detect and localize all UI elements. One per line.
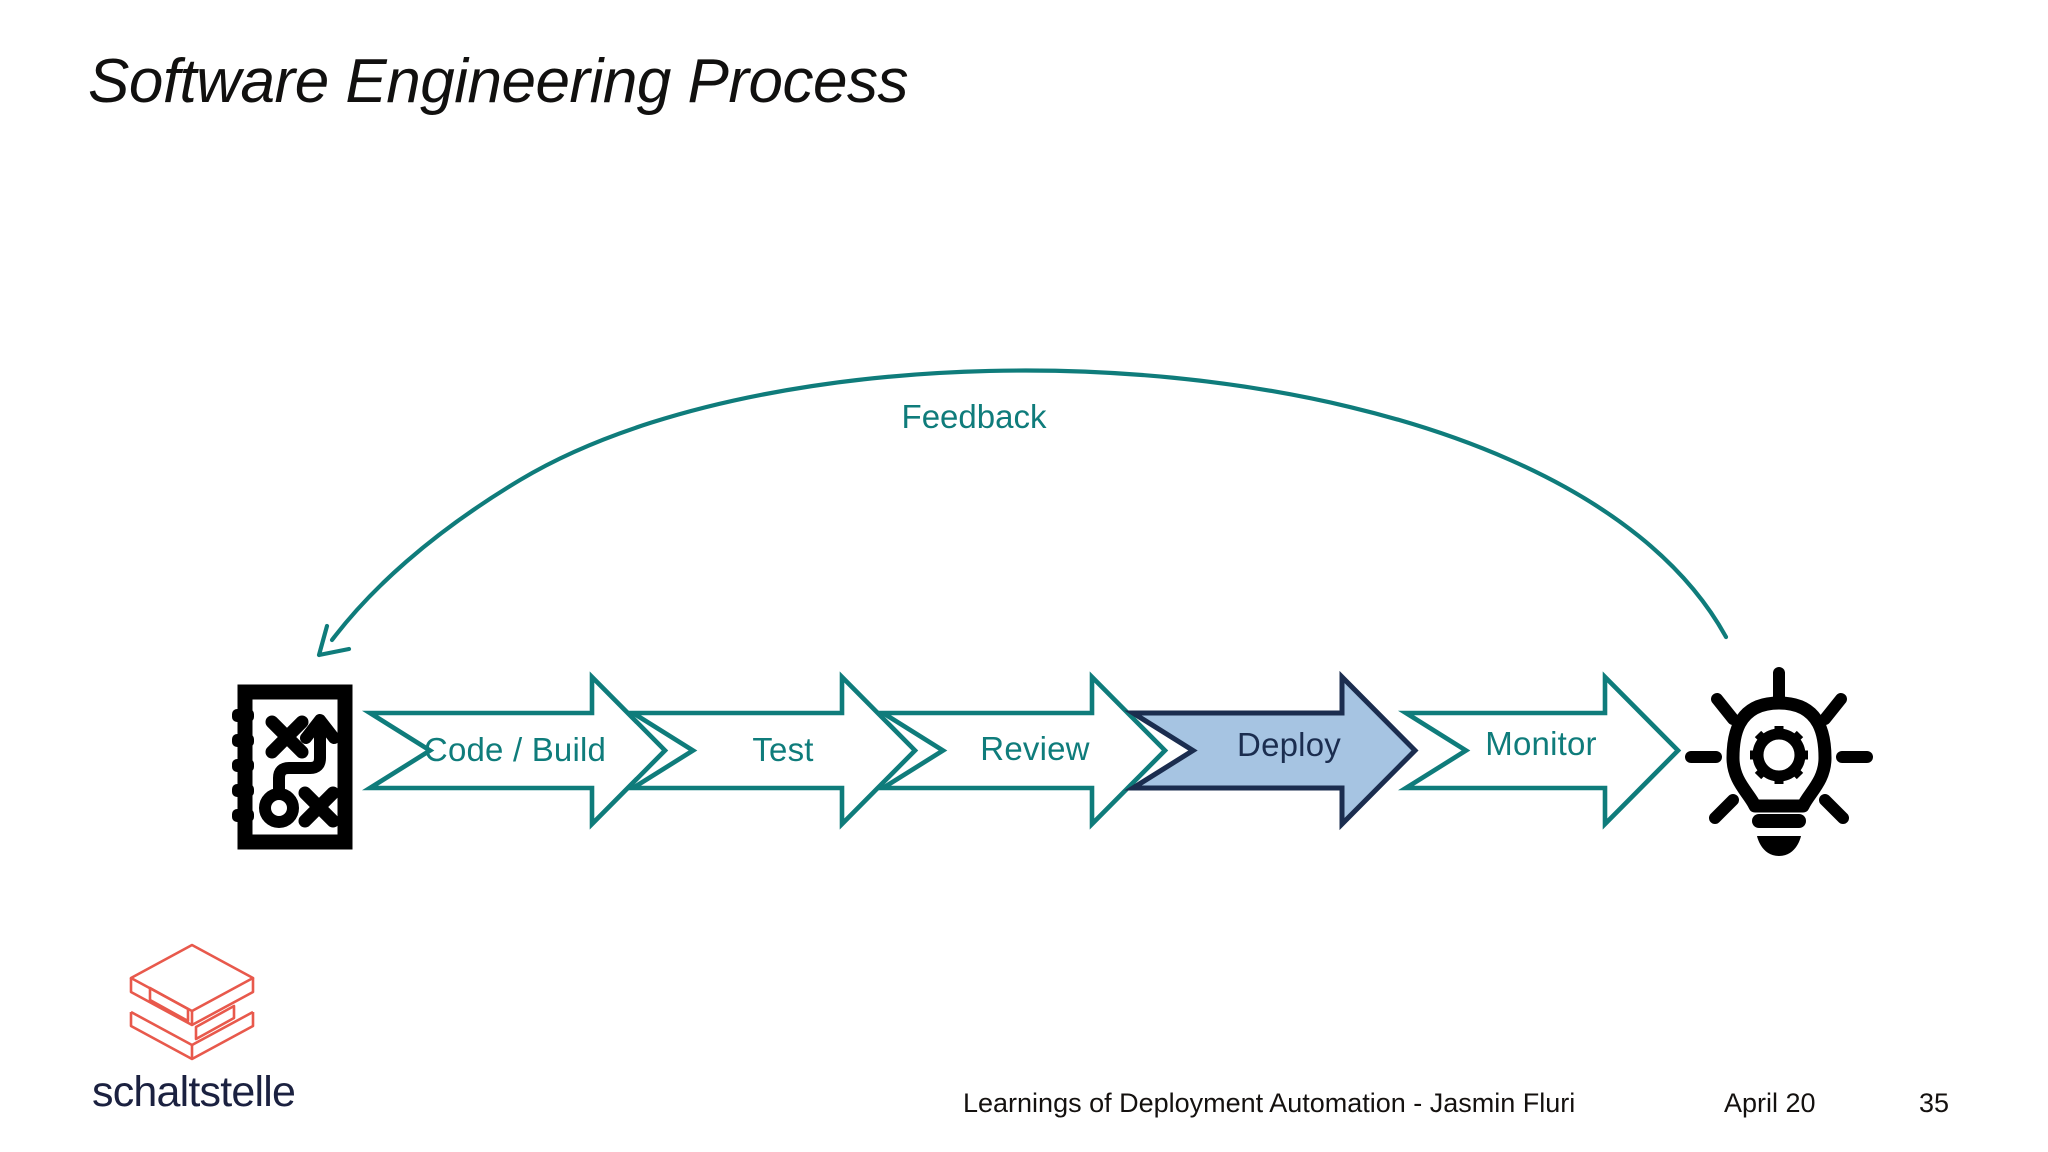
footer-title: Learnings of Deployment Automation - Jas… <box>963 1088 1576 1118</box>
stage-arrow-monitor[interactable] <box>1397 671 1682 830</box>
feedback-label: Feedback <box>901 398 1047 435</box>
footer-date: April 20 <box>1724 1088 1816 1118</box>
stage-label-monitor: Monitor <box>1485 725 1597 762</box>
brand-logo: schaltstelle <box>92 940 332 1114</box>
feedback-arrow <box>316 368 1729 658</box>
stage-label-test: Test <box>752 731 814 768</box>
footer-page-number: 35 <box>1919 1088 1950 1118</box>
stage-arrow-test[interactable] <box>624 671 919 830</box>
logo-wordmark: schaltstelle <box>92 1068 296 1116</box>
lightbulb-gear-icon <box>1685 667 1873 856</box>
stage-label-deploy: Deploy <box>1237 726 1341 763</box>
page-title: Software Engineering Process <box>88 47 909 116</box>
stage-label-review: Review <box>980 730 1090 767</box>
stage-label-code-build: Code / Build <box>423 731 607 768</box>
schaltstelle-cube-icon <box>129 943 255 1061</box>
stage-arrow-deploy[interactable] <box>1124 670 1419 831</box>
slide-footer: Learnings of Deployment Automation - Jas… <box>0 1088 2048 1132</box>
stage-arrow-review[interactable] <box>874 671 1169 830</box>
strategy-playbook-icon <box>232 684 353 850</box>
stage-arrow-code-build[interactable] <box>361 671 669 830</box>
